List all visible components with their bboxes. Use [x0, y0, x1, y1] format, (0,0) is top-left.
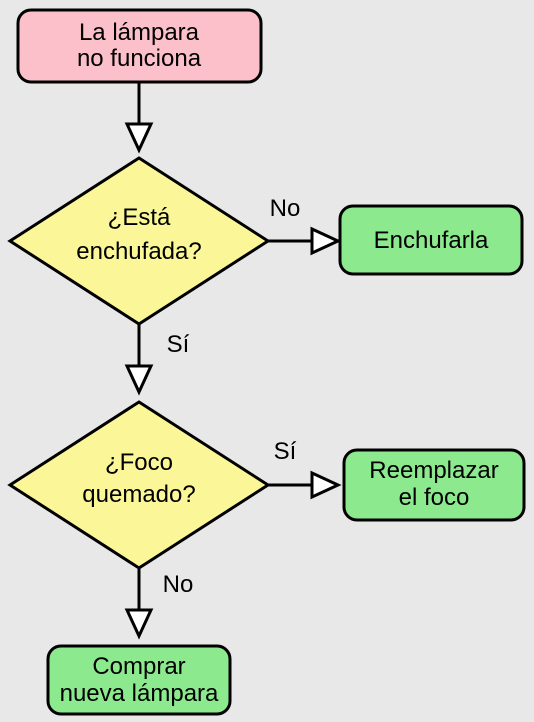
start-node: La lámpara no funciona: [16, 8, 263, 84]
arrowhead-down-icon: [124, 364, 154, 396]
edge-label-decision2-no: No: [163, 571, 194, 598]
action-buy-lamp-label-line2: nueva lámpara: [60, 680, 219, 707]
action-replace-bulb-shape: [342, 448, 526, 522]
edge-label-decision1-yes: Sí: [167, 331, 190, 358]
edge-decision2-no: [124, 568, 154, 640]
start-node-shape: [16, 8, 263, 84]
decision-plugged-in-shape: [7, 156, 271, 326]
action-buy-lamp: Comprar nueva lámpara: [46, 644, 232, 716]
arrowhead-right-icon: [310, 470, 342, 500]
edge-decision1-yes: [124, 324, 154, 396]
edge-decision2-yes: [268, 470, 342, 500]
arrowhead-right-icon: [310, 226, 342, 256]
edge-start-to-decision1: [124, 82, 154, 154]
arrowhead-down-icon: [124, 608, 154, 640]
action-plug-in: Enchufarla: [338, 204, 524, 276]
action-plug-in-shape: [338, 204, 524, 276]
edge-decision1-no: [268, 226, 342, 256]
action-buy-lamp-label-line1: Comprar: [92, 653, 185, 680]
action-replace-bulb-label-line1: Reemplazar: [369, 457, 498, 484]
decision-plugged-in-label-line2: enchufada?: [76, 238, 201, 265]
action-plug-in-label: Enchufarla: [374, 227, 489, 254]
decision-plugged-in-label-line1: ¿Está: [108, 204, 171, 231]
edge-label-decision1-no: No: [270, 195, 301, 222]
decision-plugged-in: ¿Está enchufada?: [7, 156, 271, 326]
start-node-label-line1: La lámpara: [79, 19, 200, 46]
arrowhead-down-icon: [124, 122, 154, 154]
decision-bulb-burned: ¿Foco quemado?: [7, 400, 271, 570]
decision-bulb-burned-label-line1: ¿Foco: [105, 449, 173, 476]
edge-label-decision2-yes: Sí: [274, 438, 297, 465]
decision-bulb-burned-label-line2: quemado?: [82, 481, 195, 508]
decision-bulb-burned-shape: [7, 400, 271, 570]
start-node-label-line2: no funciona: [77, 45, 202, 72]
action-replace-bulb: Reemplazar el foco: [342, 448, 526, 522]
action-buy-lamp-shape: [46, 644, 232, 716]
action-replace-bulb-label-line2: el foco: [399, 484, 470, 511]
